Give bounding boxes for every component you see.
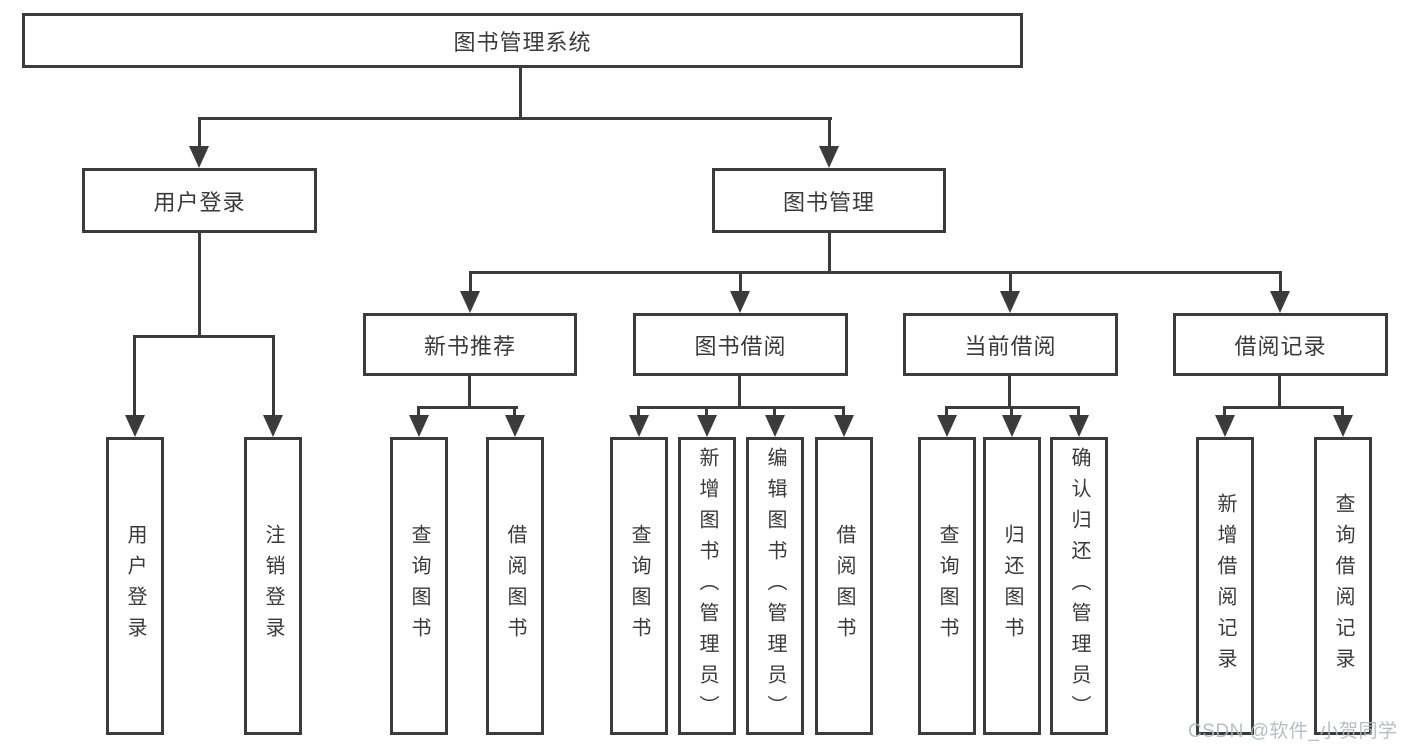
arrowhead-new-book-icon [460, 291, 480, 313]
arrowhead-leaf-4-icon [629, 415, 649, 437]
node-root: 图书管理系统 [22, 13, 1023, 68]
arrowhead-leaf-2-icon [409, 415, 429, 437]
connector-drop-book-management [828, 117, 831, 148]
connector-drop-leaf-11 [1223, 406, 1226, 417]
arrowhead-leaf-1-icon [263, 415, 283, 437]
leaf-query-borrow-record: 查询借阅记录 [1314, 437, 1372, 735]
connector-borrow-records-stem [1278, 376, 1281, 409]
connector-drop-leaf-12 [1341, 406, 1344, 417]
arrowhead-borrow-records-icon [1270, 291, 1290, 313]
leaf-query-books-1: 查询图书 [390, 437, 448, 735]
leaf-user-login: 用户登录 [106, 437, 164, 735]
leaf-query-books-2-label: 查询图书 [628, 524, 650, 648]
connector-book-mgmt-hbar [469, 271, 1282, 274]
arrowhead-leaf-3-icon [505, 415, 525, 437]
node-book-borrow: 图书借阅 [633, 313, 848, 376]
leaf-query-books-2: 查询图书 [610, 437, 668, 735]
node-user-login: 用户登录 [82, 168, 317, 233]
leaf-query-books-1-label: 查询图书 [408, 524, 430, 648]
connector-book-borrow-stem [738, 376, 741, 409]
arrowhead-leaf-10-icon [1069, 415, 1089, 437]
leaf-query-books-3-label: 查询图书 [936, 524, 958, 648]
leaf-borrow-books-2-label: 借阅图书 [833, 524, 855, 648]
connector-drop-book-borrow [739, 271, 742, 293]
leaf-edit-books-admin: 编辑图书（管理员） [746, 437, 804, 735]
connector-root-stem [519, 68, 522, 120]
node-new-book-recommend-label: 新书推荐 [423, 333, 516, 359]
leaf-return-books-label: 归还图书 [1001, 524, 1023, 648]
node-current-borrow: 当前借阅 [903, 313, 1118, 376]
connector-book-borrow-hbar [637, 406, 845, 409]
node-root-label: 图书管理系统 [453, 29, 592, 55]
connector-drop-leaf-5 [705, 406, 708, 417]
connector-user-login-hbar [133, 335, 275, 338]
leaf-borrow-books-2: 借阅图书 [815, 437, 873, 735]
connector-root-hbar [198, 117, 832, 120]
node-current-borrow-label: 当前借阅 [964, 333, 1057, 359]
leaf-logout: 注销登录 [244, 437, 302, 735]
node-user-login-label: 用户登录 [153, 189, 246, 215]
connector-book-mgmt-stem [828, 233, 831, 274]
connector-drop-leaf-7 [842, 406, 845, 417]
leaf-return-books: 归还图书 [983, 437, 1041, 735]
arrowhead-leaf-9-icon [1002, 415, 1022, 437]
node-book-management: 图书管理 [712, 168, 946, 233]
node-book-management-label: 图书管理 [782, 189, 875, 215]
connector-drop-current-borrow [1009, 271, 1012, 293]
connector-drop-leaf-2 [417, 406, 420, 417]
leaf-confirm-return-admin: 确认归还（管理员） [1050, 437, 1108, 735]
node-new-book-recommend: 新书推荐 [363, 313, 577, 376]
connector-drop-leaf-0 [133, 335, 136, 417]
leaf-add-borrow-record: 新增借阅记录 [1196, 437, 1254, 735]
leaf-logout-label: 注销登录 [262, 524, 284, 648]
leaf-add-books-admin-label: 新增图书（管理员） [696, 446, 718, 726]
connector-drop-leaf-4 [637, 406, 640, 417]
connector-user-login-stem [198, 232, 201, 338]
arrowhead-leaf-6-icon [765, 415, 785, 437]
arrowhead-book-borrow-icon [730, 291, 750, 313]
connector-drop-leaf-9 [1010, 406, 1013, 417]
leaf-borrow-books-1-label: 借阅图书 [504, 524, 526, 648]
leaf-add-borrow-record-label: 新增借阅记录 [1214, 493, 1236, 679]
arrowhead-user-login-icon [189, 146, 209, 168]
connector-current-borrow-stem [1008, 376, 1011, 409]
leaf-query-books-3: 查询图书 [918, 437, 976, 735]
arrowhead-leaf-11-icon [1215, 415, 1235, 437]
node-book-borrow-label: 图书借阅 [694, 333, 787, 359]
connector-drop-user-login [198, 117, 201, 148]
connector-new-book-stem [468, 376, 471, 409]
leaf-confirm-return-admin-label: 确认归还（管理员） [1068, 446, 1090, 726]
connector-drop-leaf-1 [272, 335, 275, 417]
connector-drop-leaf-10 [1077, 406, 1080, 417]
leaf-borrow-books-1: 借阅图书 [486, 437, 544, 735]
leaf-query-borrow-record-label: 查询借阅记录 [1332, 493, 1354, 679]
arrowhead-leaf-12-icon [1333, 415, 1353, 437]
connector-drop-leaf-3 [513, 406, 516, 417]
connector-drop-new-book [469, 271, 472, 293]
arrowhead-current-borrow-icon [1000, 291, 1020, 313]
node-borrow-records: 借阅记录 [1173, 313, 1388, 376]
leaf-add-books-admin: 新增图书（管理员） [678, 437, 736, 735]
connector-borrow-records-hbar [1223, 406, 1344, 409]
arrowhead-leaf-7-icon [834, 415, 854, 437]
arrowhead-leaf-0-icon [125, 415, 145, 437]
connector-drop-leaf-6 [773, 406, 776, 417]
watermark: CSDN @软件_小贺同学 [1188, 721, 1398, 742]
node-borrow-records-label: 借阅记录 [1234, 333, 1327, 359]
leaf-user-login-label: 用户登录 [124, 524, 146, 648]
connector-drop-borrow-records [1279, 271, 1282, 293]
arrowhead-book-management-icon [819, 146, 839, 168]
arrowhead-leaf-8-icon [937, 415, 957, 437]
leaf-edit-books-admin-label: 编辑图书（管理员） [764, 446, 786, 726]
arrowhead-leaf-5-icon [697, 415, 717, 437]
connector-drop-leaf-8 [945, 406, 948, 417]
connector-new-book-hbar [417, 406, 518, 409]
